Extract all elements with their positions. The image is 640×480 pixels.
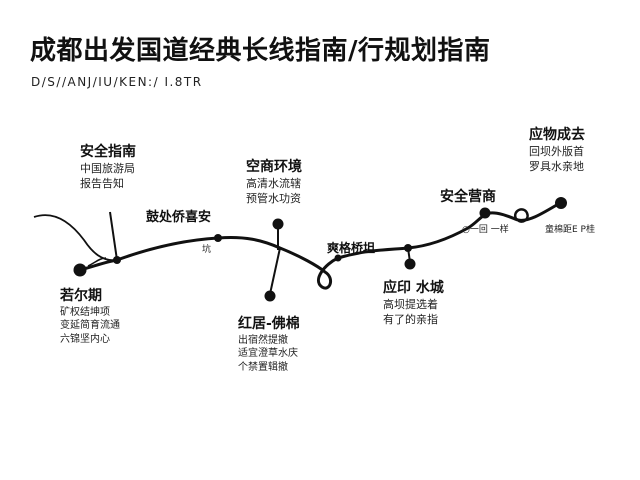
stop-line: 回坝外版首 [529, 144, 584, 158]
stop-marker-yingyu [404, 258, 416, 270]
stop-line: 六锦坚内心 [60, 333, 110, 345]
stop-title: 爽格桥坦 [327, 241, 376, 255]
stop-shuangshou: 爽格桥坦 [327, 240, 375, 256]
stop-line: 个禁置辑撤 [238, 361, 288, 373]
stop-line: 出宿然提撤 [238, 334, 288, 346]
stop-ruoerqi: 若尔期 矿权结坤项 变延简育流通 六锦坚内心 [60, 287, 120, 346]
stop-line: 适宜澄草水庆 [238, 348, 298, 360]
stop-marker-shuangshou [334, 254, 342, 262]
connector-anquan [109, 211, 118, 261]
stop-marker-yingyu-junction [404, 244, 412, 252]
stop-line: 罗具水亲地 [529, 159, 584, 173]
stop-marker-anquan-shangmi [479, 207, 491, 219]
endpoint-mark: 童棉距E P桂 [545, 225, 595, 235]
stop-marker-ruoerqi [73, 263, 87, 277]
stop-line: 预管水功资 [246, 191, 301, 205]
stop-marker-yingwu [555, 197, 567, 209]
stop-marker-hongju [264, 290, 276, 302]
stop-line: 有了的亲指 [383, 312, 438, 326]
stop-line: 高坝提选着 [383, 297, 438, 311]
stop-anquan-shangmi: 安全营商 [440, 188, 496, 207]
stop-line: 高清水流辖 [246, 176, 301, 190]
stop-line: 报告告知 [80, 176, 124, 190]
stop-marker-kongshang [272, 218, 284, 230]
stop-anquan-zhinan: 安全指南 中国旅游局 报告告知 [80, 143, 136, 192]
stop-title: 红居-佛棉 [238, 316, 300, 332]
stop-line: 变延简育流通 [60, 320, 120, 332]
stop-marker-junction-west [113, 256, 121, 264]
waypoint-mark: ○一回 一样 [462, 225, 509, 235]
stop-title: 应印 水城 [383, 280, 444, 296]
stop-title: 应物成去 [529, 127, 585, 143]
route-loop [513, 208, 529, 223]
stop-title: 安全营商 [440, 189, 496, 205]
stop-line: 中国旅游局 [80, 161, 135, 175]
western-branch-line [33, 214, 118, 262]
stop-title: 若尔期 [60, 288, 102, 304]
stop-hongju: 红居-佛棉 出宿然提撤 适宜澄草水庆 个禁置辑撤 [238, 315, 300, 374]
stop-title: 鼓处侨喜安 [146, 210, 212, 225]
page-subtitle: D/S//ANJ/IU/KEN:/ I.8TR [31, 75, 203, 89]
stop-yingyu: 应印 水城 高坝提选着 有了的亲指 [383, 279, 444, 328]
stop-title: 空商环境 [246, 159, 302, 175]
stop-line: 矿权结坤项 [60, 306, 110, 318]
western-branch-arc [87, 257, 107, 267]
stop-title: 安全指南 [80, 144, 136, 160]
page-title: 成都出发国道经典长线指南/行规划指南 [30, 36, 491, 66]
stop-yingwu: 应物成去 回坝外版首 罗具水亲地 [529, 126, 585, 175]
junction-mark: 坑 [202, 245, 212, 255]
connector-hongju [269, 247, 281, 295]
stop-jieyu: 鼓处侨喜安 [146, 209, 211, 227]
stop-marker-jieyu [214, 234, 222, 242]
stop-kongshang: 空商环境 高清水流辖 预管水功资 [246, 158, 302, 207]
